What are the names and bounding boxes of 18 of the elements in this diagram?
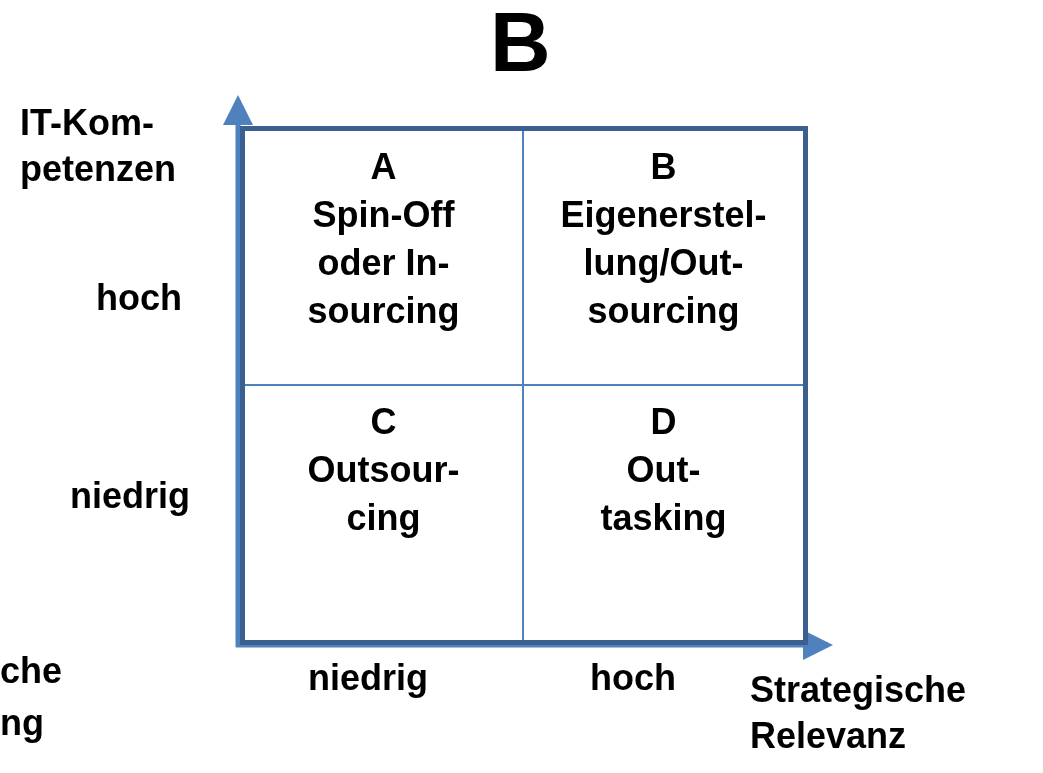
axis-label: che xyxy=(0,649,63,693)
axis-label: Strategische Relevanz xyxy=(750,668,968,758)
quadrant-letter: C xyxy=(370,399,397,444)
axis-label: niedrig xyxy=(308,656,428,700)
quadrant-text: Spin-Off oder In- sourcing xyxy=(306,193,461,333)
axis-label: hoch xyxy=(96,276,182,320)
quadrant-letter: A xyxy=(370,145,397,189)
quadrant-text: Eigenerstel- lung/Out- sourcing xyxy=(559,193,768,333)
quadrant-letter: D xyxy=(650,399,677,444)
axis-label: hoch xyxy=(590,656,676,700)
axis-label: ng xyxy=(0,701,44,745)
quadrant-text: Outsour- cing xyxy=(306,447,461,540)
quadrant-letter: B xyxy=(650,145,677,189)
axis-label: niedrig xyxy=(70,474,190,518)
quadrant-text: Out- tasking xyxy=(599,447,728,540)
matrix-quadrant xyxy=(245,131,524,386)
axis-label: IT-Kom- petenzen xyxy=(20,101,178,191)
title: B xyxy=(490,0,551,84)
